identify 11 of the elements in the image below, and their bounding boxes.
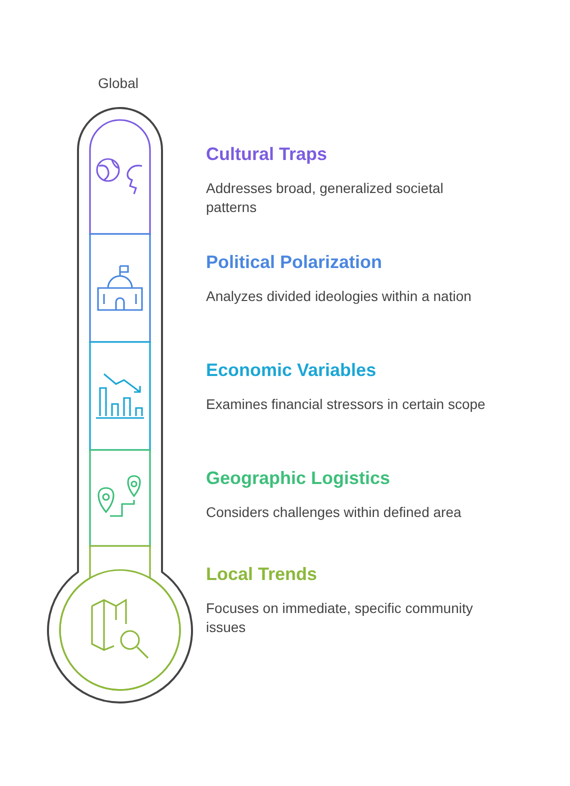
heading: Cultural Traps (206, 144, 328, 165)
heading: Geographic Logistics (206, 468, 390, 489)
description: Focuses on immediate, specific community issues (206, 599, 474, 637)
description: Considers challenges within defined area (206, 503, 462, 522)
description: Analyzes divided ideologies within a nation (206, 287, 472, 306)
scale-label: Global (98, 75, 138, 91)
description: Examines financial stressors in certain scope (206, 395, 486, 414)
heading: Economic Variables (206, 360, 376, 381)
description: Addresses broad, generalized societal patterns (206, 179, 444, 217)
heading: Local Trends (206, 564, 318, 585)
heading: Political Polarization (206, 252, 382, 273)
